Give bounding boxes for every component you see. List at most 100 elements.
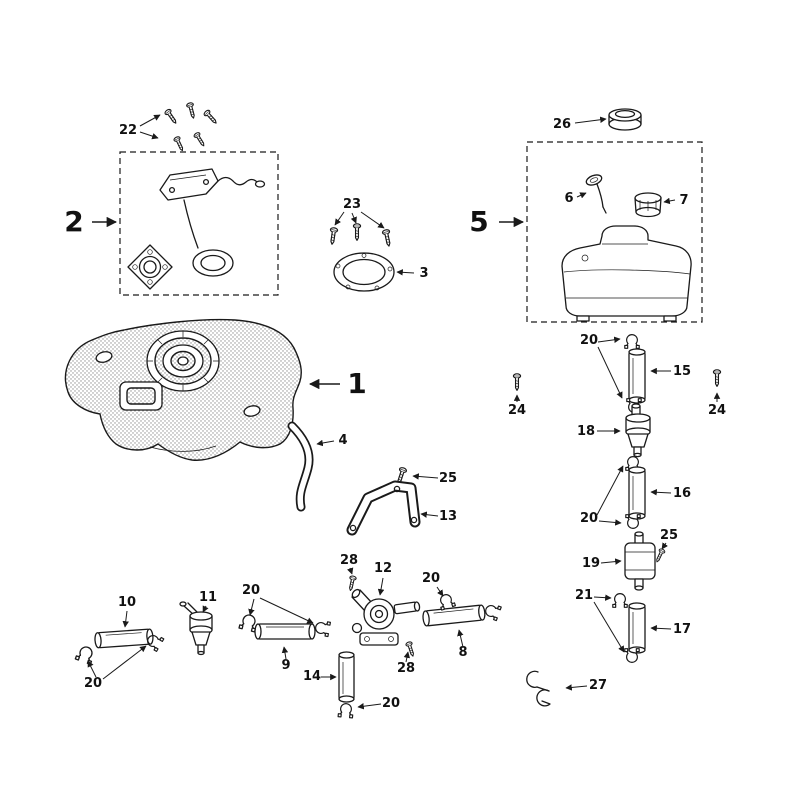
- part-1-fuel-tank: [64, 318, 302, 461]
- callout-20-near-8: 20: [422, 571, 444, 597]
- callout-10-text: 10: [118, 595, 136, 610]
- callout-28-lower-text: 28: [397, 661, 415, 676]
- callout-27-text: 27: [589, 678, 607, 693]
- callout-19: 19: [582, 556, 622, 571]
- part-17-hose: [628, 602, 646, 654]
- callout-20-near-16-text: 20: [580, 511, 598, 526]
- callout-8: 8: [457, 629, 468, 660]
- callout-25-right: 25: [660, 528, 678, 550]
- callout-3: 3: [396, 266, 429, 281]
- callout-22-text: 22: [119, 123, 137, 138]
- part-6-dipstick: [585, 174, 607, 214]
- callout-16-text: 16: [673, 486, 691, 501]
- callout-14: 14: [303, 669, 337, 684]
- callout-24-left-text: 24: [508, 403, 526, 418]
- callout-3-text: 3: [419, 266, 428, 281]
- callout-20-near-14-text: 20: [382, 696, 400, 711]
- callout-20-near-8-text: 20: [422, 571, 440, 586]
- callout-21: 21: [575, 588, 625, 653]
- callout-13-text: 13: [439, 509, 457, 524]
- part-12-pump-assembly: [351, 588, 421, 646]
- callout-9: 9: [281, 646, 291, 673]
- dashed-box-part-5: [526, 141, 703, 323]
- callout-2-text: 2: [64, 205, 83, 238]
- callout-11: 11: [199, 590, 217, 613]
- callout-15: 15: [650, 364, 691, 379]
- hose-clamp: [612, 593, 628, 608]
- callout-20-near-9-text: 20: [242, 583, 260, 598]
- part-28-screw-upper: [346, 574, 358, 592]
- callout-6-text: 6: [564, 191, 573, 206]
- part-14-hose: [338, 651, 355, 703]
- part-24-screw-left: [512, 373, 522, 391]
- callout-20-near-10-text: 20: [84, 676, 102, 691]
- part-11-fuel-filter: [179, 601, 213, 656]
- part-19-pump: [624, 531, 656, 591]
- hose-clamp: [624, 334, 640, 349]
- callout-18: 18: [577, 424, 621, 439]
- callout-10: 10: [118, 595, 136, 628]
- callout-7-text: 7: [679, 193, 688, 208]
- part-22-screws: [163, 101, 220, 153]
- callout-25-left: 25: [412, 471, 457, 486]
- callout-15-text: 15: [673, 364, 691, 379]
- callout-20-near-15-text: 20: [580, 333, 598, 348]
- part-7-cap: [634, 192, 662, 218]
- callout-5: 5: [469, 205, 525, 238]
- hose-clamp: [482, 601, 502, 622]
- part-25-screw-right: [653, 547, 666, 564]
- callout-11-text: 11: [199, 590, 217, 605]
- callout-18-text: 18: [577, 424, 595, 439]
- callout-17: 17: [650, 622, 691, 637]
- callout-24-left: 24: [508, 394, 526, 418]
- part-15-hose: [628, 348, 646, 404]
- callout-23: 23: [334, 197, 385, 229]
- callout-25-right-text: 25: [660, 528, 678, 543]
- part-27-clip: [526, 670, 551, 707]
- callout-20-near-9: 20: [242, 583, 314, 624]
- part-2-fuel-level-sender: [127, 168, 266, 290]
- callout-28-upper: 28: [340, 553, 358, 575]
- callout-12-text: 12: [374, 561, 392, 576]
- callout-28-lower: 28: [397, 651, 415, 676]
- callout-27: 27: [565, 678, 607, 693]
- callout-25-left-text: 25: [439, 471, 457, 486]
- callout-24-right: 24: [708, 392, 726, 418]
- hose-clamp: [238, 612, 259, 633]
- callout-20-near-10: 20: [84, 645, 147, 691]
- part-24-screw-right: [712, 369, 722, 387]
- callout-2: 2: [64, 205, 118, 238]
- callout-13: 13: [420, 509, 457, 524]
- part-8-hose: [422, 604, 486, 627]
- callout-19-text: 19: [582, 556, 600, 571]
- part-3-retaining-ring: [333, 252, 395, 292]
- part-16-hose: [628, 466, 646, 520]
- callout-26: 26: [553, 116, 607, 132]
- part-10-hose: [94, 628, 154, 649]
- callout-28-upper-text: 28: [340, 553, 358, 568]
- callout-24-right-text: 24: [708, 403, 726, 418]
- callout-5-text: 5: [469, 205, 488, 238]
- callout-20-near-16: 20: [580, 465, 624, 526]
- hose-clamp: [74, 644, 97, 666]
- callout-7: 7: [663, 193, 689, 208]
- hose-clamp: [337, 702, 355, 719]
- part-5-oil-tank: [561, 225, 692, 322]
- callout-22: 22: [119, 114, 161, 140]
- callout-1-text: 1: [347, 367, 366, 400]
- callout-16: 16: [650, 486, 691, 501]
- callout-23-text: 23: [343, 197, 361, 212]
- callout-9-text: 9: [281, 658, 290, 673]
- callout-6: 6: [564, 191, 587, 206]
- callout-4: 4: [316, 433, 348, 448]
- callout-1: 1: [308, 367, 367, 400]
- callout-20-near-15: 20: [580, 333, 623, 399]
- part-18-fuel-filter: [625, 403, 651, 458]
- callout-26-text: 26: [553, 117, 571, 132]
- part-9-hose: [254, 623, 316, 640]
- callout-4-text: 4: [338, 433, 347, 448]
- part-26-filler-cap: [608, 108, 642, 131]
- hose-clamp: [313, 619, 331, 638]
